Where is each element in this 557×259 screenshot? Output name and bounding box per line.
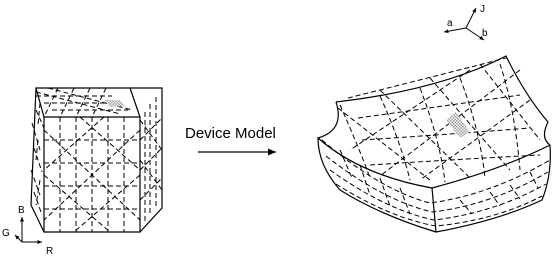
highlight-cell-deformed xyxy=(446,112,470,138)
axis-label-g: G xyxy=(2,228,10,239)
transform-arrow: Device Model xyxy=(185,125,276,156)
cube-grid xyxy=(30,87,163,233)
volume-edges xyxy=(316,55,551,233)
volume-grid xyxy=(321,57,551,227)
output-axes: J a b xyxy=(443,4,488,41)
transform-label: Device Model xyxy=(185,125,276,142)
axis-label-j: J xyxy=(480,4,485,15)
highlight-cell xyxy=(104,100,126,107)
cube-edges xyxy=(30,87,163,233)
output-volume xyxy=(316,55,551,233)
axis-label-r: R xyxy=(46,246,53,257)
axis-label-a: a xyxy=(447,18,453,29)
axis-label-b: B xyxy=(18,205,25,216)
input-axes: B G R xyxy=(2,205,53,257)
input-cube xyxy=(30,87,163,233)
axis-label-b-out: b xyxy=(482,28,488,39)
